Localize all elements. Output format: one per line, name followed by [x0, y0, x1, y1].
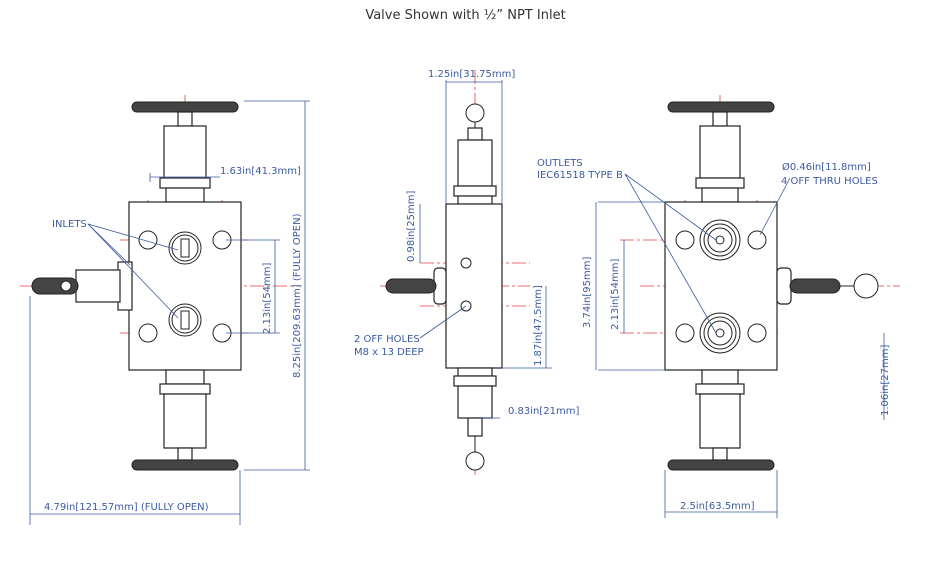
front-view: [20, 95, 310, 525]
dim-side-lower: 1.87in[47.5mm]: [533, 285, 544, 366]
right-view: [595, 95, 900, 518]
side-holes-label-1: 2 OFF HOLES: [354, 334, 420, 345]
dim-front-hole-spacing: 2.13in[54mm]: [262, 263, 273, 334]
dim-right-body-height: 3.74in[95mm]: [582, 257, 593, 328]
outlets-label-2: IEC61518 TYPE B: [537, 170, 623, 181]
dim-side-bottom: 0.83in[21mm]: [508, 406, 579, 417]
front-body: [128, 201, 242, 371]
dia-label: Ø0.46in[11.8mm]: [782, 161, 871, 173]
dim-right-side: 1.06in[27mm]: [880, 345, 891, 416]
side-holes-label-2: M8 x 13 DEEP: [354, 347, 424, 358]
dim-side-top-width: 1.25in[31.75mm]: [428, 69, 515, 80]
inlets-label: INLETS: [52, 219, 87, 230]
thru-holes-label: 4 OFF THRU HOLES: [781, 176, 878, 187]
outlets-label-1: OUTLETS: [537, 158, 583, 169]
dim-right-width: 2.5in[63.5mm]: [680, 501, 755, 512]
dim-front-height: 8.25in[209.63mm] (FULLY OPEN): [292, 213, 303, 378]
side-view: [380, 70, 552, 475]
page-title: Valve Shown with ½” NPT Inlet: [365, 8, 566, 23]
dim-side-hole-offset: 0.98in[25mm]: [406, 191, 417, 262]
dim-handle-width: 1.63in[41.3mm]: [220, 166, 301, 177]
side-body: [445, 203, 503, 369]
dim-right-hole-spacing: 2.13in[54mm]: [610, 259, 621, 330]
dim-front-width: 4.79in[121.57mm] (FULLY OPEN): [44, 502, 209, 513]
